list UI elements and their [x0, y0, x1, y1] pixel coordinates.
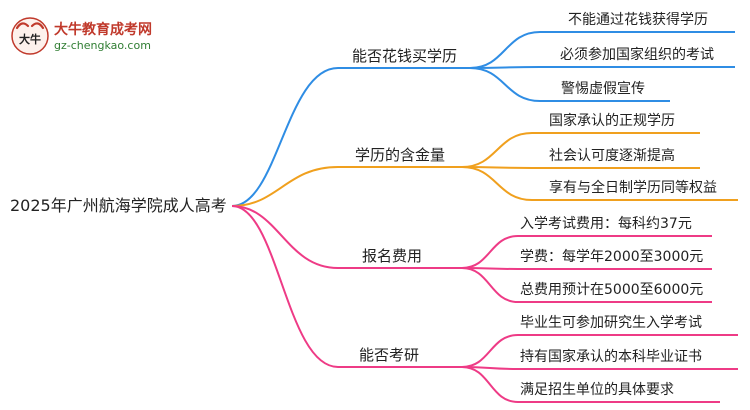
branch-4-leaf-3: 满足招生单位的具体要求 [520, 382, 674, 398]
branch-3-label: 报名费用 [362, 247, 423, 265]
bull-logo-icon: 大牛 [11, 17, 49, 55]
branch-1-leaf-2: 必须参加国家组织的考试 [560, 47, 714, 63]
connector-branch-3-leaf-3 [461, 267, 712, 303]
connector-root-branch-2 [231, 166, 462, 207]
branch-1-label: 能否花钱买学历 [352, 47, 458, 65]
connector-branch-3-leaf-1 [461, 235, 712, 269]
logo-mark-text: 大牛 [19, 32, 41, 46]
branch-3-leaf-2: 学费：每学年2000至3000元 [520, 249, 704, 265]
connector-branch-1-leaf-2 [469, 66, 735, 69]
branch-4-label: 能否考研 [359, 346, 420, 364]
logo-site-url: gz-chengkao.com [54, 39, 151, 52]
connector-branch-4-leaf-3 [461, 366, 720, 403]
branch-4-leaf-2: 持有国家承认的本科毕业证书 [520, 349, 702, 365]
branch-1-leaf-3: 警惕虚假宣传 [561, 81, 645, 97]
connector-branch-1-leaf-1 [469, 31, 735, 69]
connector-root-branch-3 [231, 205, 462, 269]
branch-2-leaf-3: 享有与全日制学历同等权益 [549, 180, 717, 196]
connector-branch-1-leaf-3 [469, 67, 670, 102]
branch-3-leaf-3: 总费用预计在5000至6000元 [520, 282, 704, 298]
branch-4-leaf-1: 毕业生可参加研究生入学考试 [520, 315, 702, 331]
connector-branch-3-leaf-2 [461, 267, 712, 270]
connector-branch-2-leaf-1 [461, 132, 700, 168]
branch-2-leaf-2: 社会认可度逐渐提高 [549, 148, 675, 164]
connector-branch-2-leaf-2 [461, 166, 700, 169]
connector-branch-4-leaf-1 [461, 334, 738, 368]
site-logo: 大牛 大牛教育成考网 gz-chengkao.com [10, 16, 180, 56]
branch-3-leaf-1: 入学考试费用：每科约37元 [520, 216, 692, 232]
logo-site-name: 大牛教育成考网 [54, 22, 152, 38]
branch-2-label: 学历的含金量 [355, 146, 446, 164]
branch-1-leaf-1: 不能通过花钱获得学历 [568, 12, 708, 28]
connector-root-branch-4 [231, 205, 462, 368]
branch-2-leaf-1: 国家承认的正规学历 [549, 113, 675, 129]
connector-root-branch-1 [231, 67, 470, 207]
root-topic: 2025年广州航海学院成人高考 [10, 196, 227, 215]
connector-branch-4-leaf-2 [461, 366, 738, 370]
connector-branch-2-leaf-3 [461, 166, 738, 201]
